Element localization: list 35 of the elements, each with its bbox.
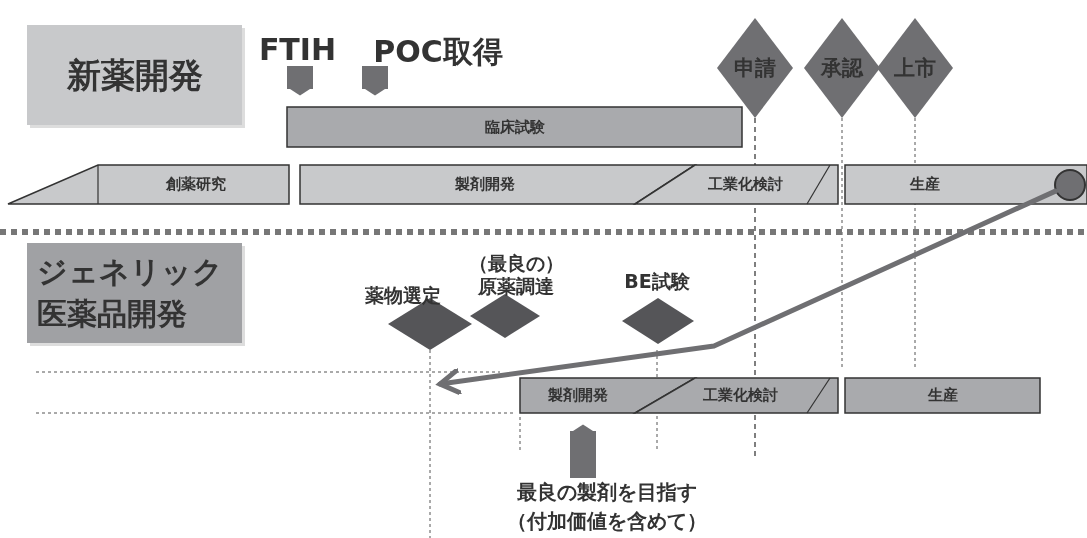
bar-label: 工業化検討: [701, 385, 779, 406]
bar-label: 工業化検討: [706, 174, 784, 195]
milestone-diamond: [717, 18, 793, 118]
milestone-label: 上市: [893, 55, 937, 82]
milestone-diamond: [804, 18, 880, 118]
heading-text: ジェネリック医薬品開発: [37, 253, 224, 333]
title-panel: [27, 25, 242, 125]
phase-bar: [845, 378, 1040, 413]
phase-bar: [635, 165, 838, 204]
block-arrow: [362, 66, 388, 96]
milestone-label: FTIH: [250, 32, 345, 67]
bar-label: 生産: [908, 174, 941, 195]
milestone-label: BE試験: [623, 270, 691, 293]
milestone-label: 薬物選定: [364, 284, 442, 307]
bar-label: 製剤開発: [454, 174, 516, 195]
milestone-label: POC取得: [358, 32, 518, 73]
phase-bar: [845, 165, 1087, 204]
bar-label: 生産: [926, 385, 959, 406]
milestone-label: 申請: [733, 55, 777, 82]
milestone-diamond: [877, 18, 953, 118]
milestone-label: （最良の）原薬調達: [467, 252, 565, 298]
milestone-label: 承認: [819, 55, 865, 82]
bar-label: 製剤開発: [546, 385, 609, 406]
phase-bar: [300, 165, 695, 204]
heading-text: 新薬開発: [65, 54, 204, 97]
phase-bar: [635, 378, 838, 413]
bar-label: 創薬研究: [165, 174, 227, 195]
arrow: [437, 188, 1058, 395]
bar-label: 臨床試験: [483, 117, 546, 138]
block-arrow: [570, 424, 596, 478]
title-panel: [27, 243, 242, 343]
phase-bar: [8, 165, 289, 204]
note-text: 最良の製剤を目指す（付加価値を含めて）: [507, 478, 707, 536]
phase-bar: [287, 107, 742, 147]
block-arrow: [287, 66, 313, 96]
